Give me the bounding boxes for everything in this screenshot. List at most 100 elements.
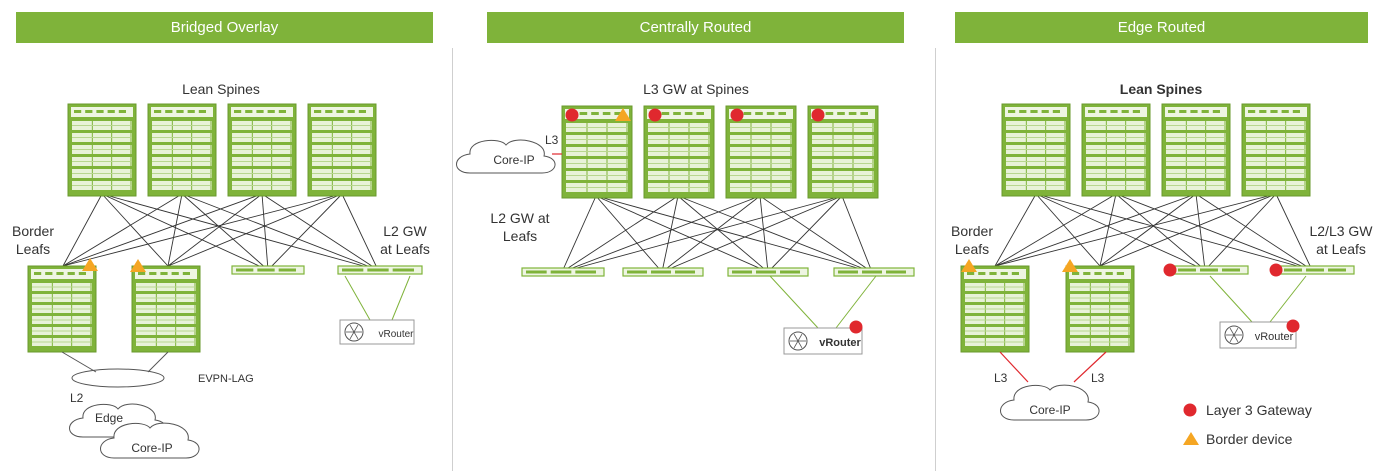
panel-divider-right [935, 48, 936, 471]
edge-vrouter-link [1209, 275, 1253, 323]
panel-divider-left [452, 48, 453, 471]
bridged-spine-2 [147, 103, 217, 197]
bridged-vrouter [339, 319, 415, 345]
bridged-core-ip-label: Core-IP [131, 441, 172, 455]
bridged-fabric-link [101, 193, 269, 271]
bridged-fabric-link [167, 193, 343, 267]
central-leaf-3 [727, 267, 809, 277]
central-fabric-link [677, 195, 769, 273]
vrouter-icon [1224, 325, 1244, 345]
edge-spine-1 [1001, 103, 1071, 197]
bridged-fabric-link [62, 193, 343, 267]
central-fabric-link [841, 195, 873, 273]
bridged-spine-4 [307, 103, 377, 197]
edge-gateway-icon-2 [1269, 263, 1283, 277]
legend-border-device-icon [1183, 432, 1199, 445]
edge-fabric-link [1099, 193, 1197, 267]
central-fabric-link [595, 195, 663, 273]
edge-spine-3 [1161, 103, 1231, 197]
panel-title-bridged-overlay: Bridged Overlay [16, 12, 433, 43]
central-fabric-link [759, 195, 873, 273]
central-gateway-icon-4 [811, 108, 825, 122]
bridged-spine-1 [67, 103, 137, 197]
central-spines-label: L3 GW at Spines [643, 81, 749, 97]
bridged-vrouter-link [344, 275, 371, 321]
central-fabric-link [759, 195, 769, 273]
central-vrouter-link [835, 275, 877, 329]
central-core-ip-label: Core-IP [493, 153, 534, 167]
edge-border-device-icon-2 [1062, 259, 1078, 272]
bridged-leaf-3 [231, 265, 305, 275]
bridged-spine-3 [227, 103, 297, 197]
central-l3-label: L3 [545, 133, 559, 147]
bridged-core-ip-cloud [100, 422, 200, 459]
edge-leaf-3 [1173, 265, 1249, 275]
bridged-fabric-link [261, 193, 269, 271]
bridged-leaf-4 [337, 265, 423, 275]
vrouter-icon [344, 322, 364, 342]
edge-vrouter-gateway-icon [1286, 319, 1300, 333]
bridged-fabric-link [341, 193, 379, 271]
bridged-vrouter-link [391, 275, 411, 321]
central-gateway-icon-3 [730, 108, 744, 122]
edge-fabric-link [994, 193, 1117, 267]
bridged-fabric-link [101, 193, 379, 271]
central-gateway-icon-1 [565, 108, 579, 122]
central-vrouter-link [769, 275, 819, 329]
bridged-lag-link [61, 351, 97, 373]
edge-border-leaf-2 [1065, 265, 1135, 353]
bridged-fabric-link [181, 193, 379, 271]
bridged-edge-label: Edge [95, 411, 123, 425]
edge-core-ip-cloud [1000, 384, 1100, 421]
bridged-evpn-lag-label: EVPN-LAG [198, 373, 254, 385]
bridged-fabric-link [167, 193, 263, 267]
legend-layer3-gateway-label: Layer 3 Gateway [1206, 402, 1312, 418]
bridged-l2-label: L2 [70, 391, 84, 405]
bridged-fabric-link [261, 193, 379, 271]
edge-fabric-link [1275, 193, 1313, 271]
central-vrouter-gateway-icon [849, 320, 863, 334]
edge-l3-left-label: L3 [994, 371, 1008, 385]
bridged-border-device-icon-2 [130, 259, 146, 272]
edge-fabric-link [994, 193, 1277, 267]
central-core-ip-cloud [456, 139, 556, 174]
bridged-fabric-link [167, 193, 183, 267]
central-fabric-link [561, 195, 597, 273]
edge-fabric-link [1195, 193, 1313, 271]
bridged-spines-label: Lean Spines [182, 81, 260, 97]
bridged-fabric-link [62, 193, 183, 267]
edge-l3-link-left [999, 351, 1029, 383]
central-fabric-link [661, 195, 843, 273]
edge-fabric-link [1099, 193, 1117, 267]
edge-fabric-link [1195, 193, 1206, 271]
edge-fabric-link [1115, 193, 1206, 271]
panel-title-centrally-routed: Centrally Routed [487, 12, 904, 43]
bridged-fabric-link [101, 193, 169, 267]
edge-vrouter-label: vRouter [1255, 331, 1294, 343]
central-fabric-link [561, 195, 679, 273]
central-spine-4 [807, 105, 879, 199]
edge-fabric-link [1035, 193, 1206, 271]
bridged-evpn-lag-ellipse [71, 368, 165, 388]
edge-fabric-link [1115, 193, 1313, 271]
central-spine-2 [643, 105, 715, 199]
edge-fabric-link [1035, 193, 1313, 271]
central-fabric-link [661, 195, 679, 273]
bridged-border-device-icon-1 [82, 258, 98, 271]
central-fabric-link [595, 195, 769, 273]
edge-border-leaf-1 [960, 265, 1030, 353]
bridged-fabric-link [267, 193, 343, 271]
edge-leaf-4 [1279, 265, 1355, 275]
central-fabric-link [595, 195, 873, 273]
edge-gateway-icon-1 [1163, 263, 1177, 277]
legend-layer3-gateway-icon [1183, 403, 1197, 417]
edge-border-device-icon-1 [961, 259, 977, 272]
central-fabric-link [561, 195, 843, 273]
central-spine-1 [561, 105, 633, 199]
